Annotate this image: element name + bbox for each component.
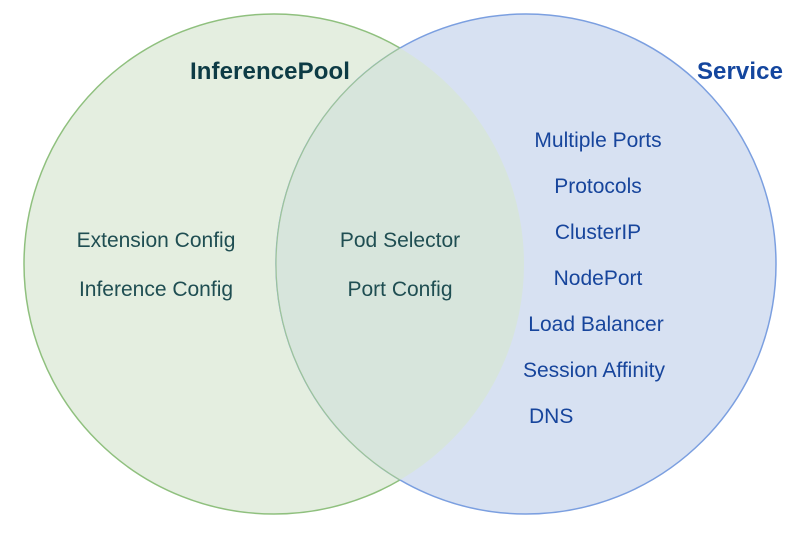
list-item-load-balancer: Load Balancer (528, 313, 664, 336)
list-item-pod-selector: Pod Selector (339, 229, 461, 252)
right-set-title: Service (696, 58, 784, 85)
left-set-item-list: Extension Config Inference Config (31, 230, 281, 300)
list-item-clusterip: ClusterIP (554, 221, 642, 244)
intersection-region (275, 14, 524, 514)
list-item-dns: DNS (529, 405, 574, 428)
list-item-session-affinity: Session Affinity (522, 359, 666, 382)
list-item-inference-config: Inference Config (78, 278, 234, 301)
list-item-extension-config: Extension Config (76, 229, 236, 252)
list-item-port-config: Port Config (347, 278, 453, 301)
left-set-title: InferencePool (189, 58, 350, 85)
right-set-item-list: Multiple Ports Protocols ClusterIP NodeP… (498, 130, 698, 427)
list-item-multiple-ports: Multiple Ports (534, 129, 662, 152)
intersection-item-list: Pod Selector Port Config (320, 230, 480, 300)
list-item-nodeport: NodePort (553, 267, 643, 290)
list-item-protocols: Protocols (554, 175, 642, 198)
